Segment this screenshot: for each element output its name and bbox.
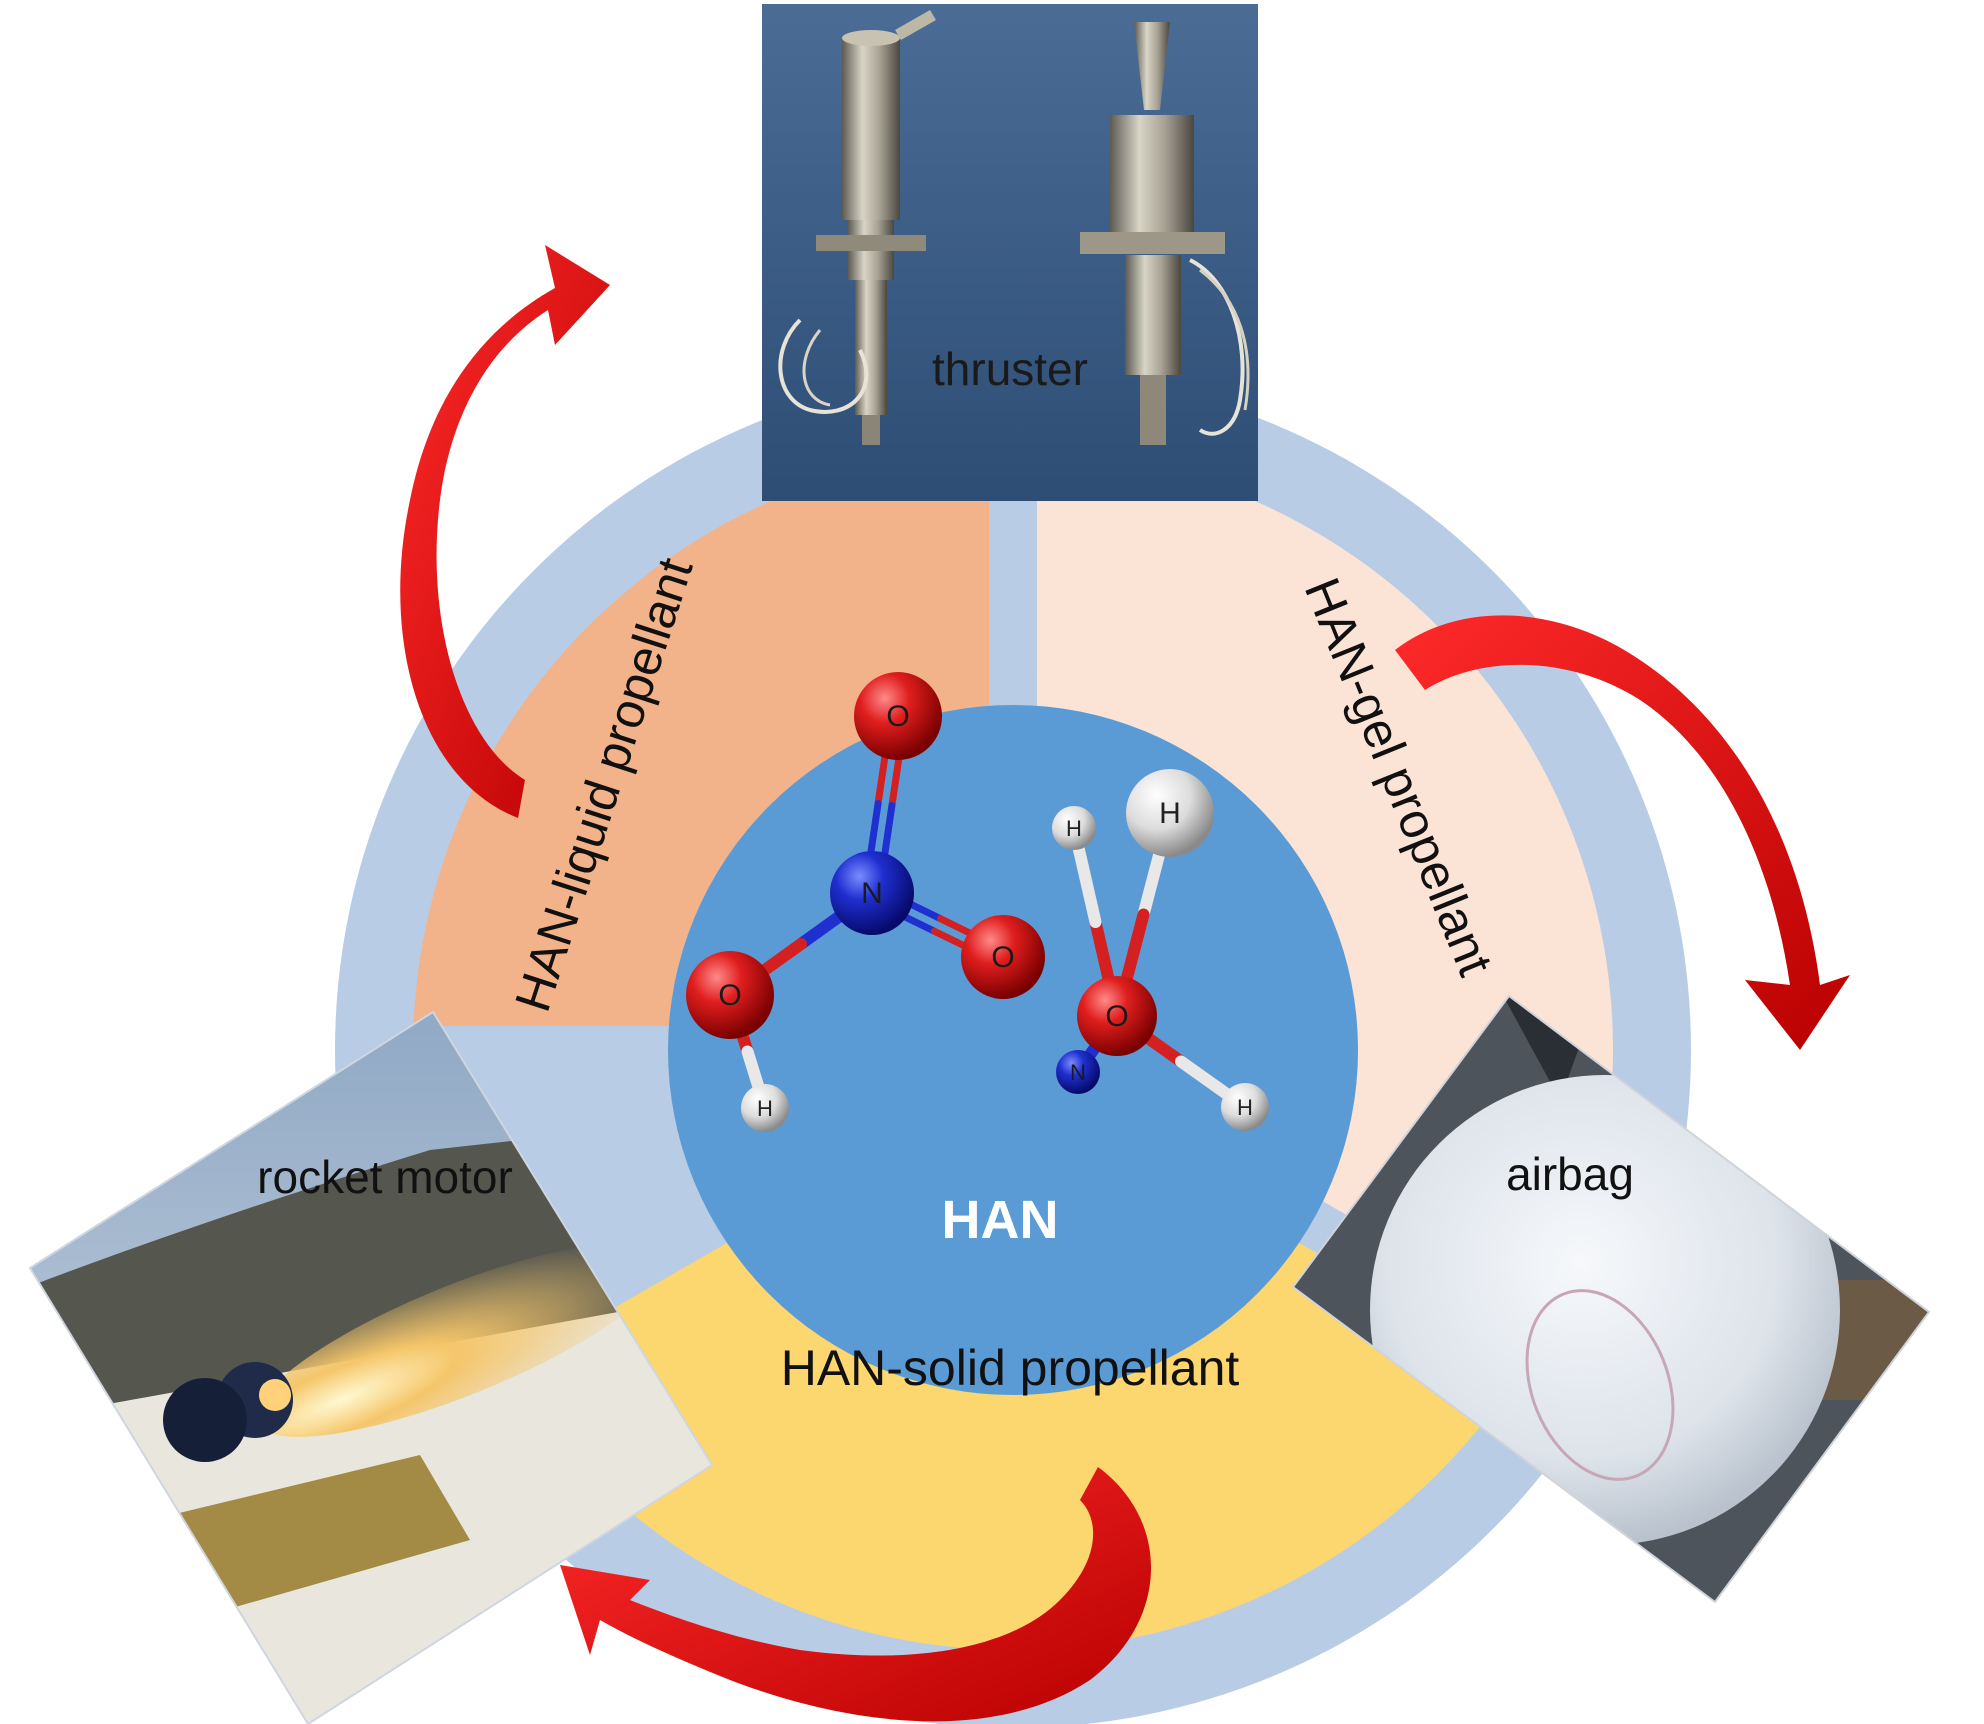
atom-symbol: O [991,941,1014,974]
center-disk [668,705,1358,1395]
atom-symbol: O [1105,1000,1128,1033]
segment-label-solid: HAN-solid propellant [781,1340,1240,1396]
segment-solid [505,1242,1521,1650]
hydrogen-atom [1126,769,1214,857]
atom-symbol: N [861,877,883,910]
arrow-solid-to-rocket [560,1467,1152,1722]
thruster-label: thruster [932,343,1088,395]
atom-symbol: H [1237,1095,1253,1120]
oxygen-atom [961,915,1045,999]
cycle-arrows [400,245,1850,1722]
nitrogen-atom [1056,1050,1100,1094]
nitrogen-atom [830,851,914,935]
hydrogen-atom [741,1084,789,1132]
center-label: HAN [942,1190,1059,1250]
atom-symbol: H [757,1096,773,1121]
atom-symbol: H [1159,797,1181,830]
hydrogen-atom [1221,1083,1269,1131]
atom-symbol: O [718,979,741,1012]
atom-symbol: N [1070,1060,1086,1085]
segment-liquid [413,450,990,1027]
arrow-gel-to-airbag [1395,615,1850,1050]
han-molecule: O N O O H H O N H H [686,672,1269,1132]
oxygen-atom [854,672,942,760]
arrow-liquid-to-thruster [400,245,610,818]
thruster-photo: thruster [762,4,1258,501]
oxygen-atom [686,951,774,1039]
rocket-motor-label: rocket motor [257,1151,513,1203]
atom-symbol: O [886,700,909,733]
atom-symbol: H [1066,816,1082,841]
hydrogen-atom [1052,806,1096,850]
airbag-label: airbag [1506,1148,1634,1200]
oxygen-atom [1077,976,1157,1056]
